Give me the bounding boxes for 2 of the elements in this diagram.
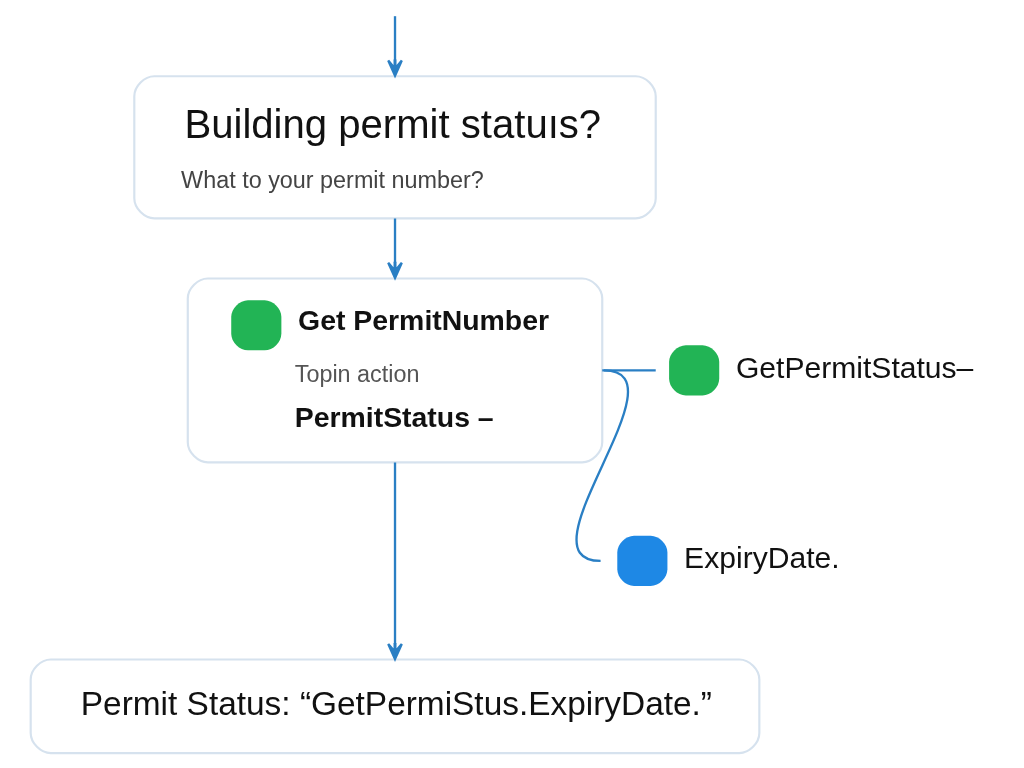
- node-label: ExpiryDate.: [684, 541, 840, 575]
- node-label: GetPermitStatus–: [735, 350, 974, 384]
